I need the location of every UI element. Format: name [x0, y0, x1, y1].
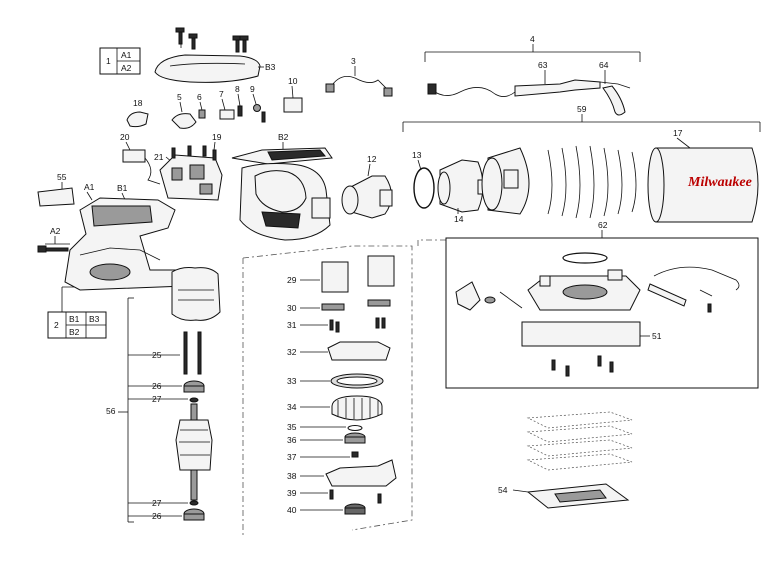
callout-31: 31: [287, 320, 297, 330]
callout-12: 12: [367, 154, 377, 164]
switch-and-board: 20 21 19: [120, 132, 223, 201]
callout-14: 14: [454, 214, 464, 224]
callout-35: 35: [287, 422, 297, 432]
callout-a2: A2: [50, 226, 61, 236]
top-screws: [175, 27, 249, 53]
small-parts-row: 18 5 6 7 8 9 10: [126, 76, 303, 129]
legend-b-index: 2: [54, 320, 59, 330]
callout-38: 38: [287, 471, 297, 481]
callout-27b: 27: [152, 498, 162, 508]
callout-19: 19: [212, 132, 222, 142]
callout-37: 37: [287, 452, 297, 462]
callout-51: 51: [652, 331, 662, 341]
callout-34: 34: [287, 402, 297, 412]
callout-10: 10: [288, 76, 298, 86]
legend-table-b: 2 B1 B3 B2: [47, 286, 107, 339]
callout-36: 36: [287, 435, 297, 445]
center-dashed-boundary: [242, 245, 413, 535]
callout-b2: B2: [278, 132, 289, 142]
legend-b-cell-b1: B1: [69, 314, 80, 324]
callout-18: 18: [133, 98, 143, 108]
callout-56: 56: [106, 406, 116, 416]
callout-40: 40: [287, 505, 297, 515]
callout-27a: 27: [152, 394, 162, 404]
callout-21: 21: [154, 152, 164, 162]
left-housing-group: 55 A1 B1 A2: [37, 172, 186, 291]
callout-b1: B1: [117, 183, 128, 193]
cord-assembly-4: 4 63 64: [424, 34, 641, 116]
legend-a-cell-a2: A2: [121, 63, 132, 73]
callout-25: 25: [152, 350, 162, 360]
base-assembly-62-box: 62 51: [417, 220, 759, 389]
housing-b2: B2: [231, 132, 333, 241]
callout-20: 20: [120, 132, 130, 142]
callout-62: 62: [598, 220, 608, 230]
callout-29: 29: [287, 275, 297, 285]
callout-4: 4: [530, 34, 535, 44]
pad-drive-column: 29 30 31 32 33 34 35 36 37 38: [287, 255, 397, 515]
cable-part-3: 3: [325, 56, 393, 97]
callout-3: 3: [351, 56, 356, 66]
callout-30: 30: [287, 303, 297, 313]
callout-54: 54: [498, 485, 508, 495]
callout-33: 33: [287, 376, 297, 386]
callout-b3: B3: [265, 62, 276, 72]
legend-a-index: 1: [106, 56, 111, 66]
fan-cover-12: 12: [341, 154, 393, 219]
callout-32: 32: [287, 347, 297, 357]
callout-7: 7: [219, 89, 224, 99]
brand-logo-text: Milwaukee: [687, 175, 752, 190]
motor-assembly-56: 56 25 26 27 27 26: [106, 267, 221, 523]
callout-59: 59: [577, 104, 587, 114]
callout-63: 63: [538, 60, 548, 70]
callout-8: 8: [235, 84, 240, 94]
legend-b-cell-b3: B3: [89, 314, 100, 324]
dust-canister-assembly: 59 17 13 14 Milwaukee: [402, 104, 761, 224]
callout-55: 55: [57, 172, 67, 182]
callout-6: 6: [197, 92, 202, 102]
callout-39: 39: [287, 488, 297, 498]
callout-a1: A1: [84, 182, 95, 192]
callout-5: 5: [177, 92, 182, 102]
legend-b-cell-b2: B2: [69, 327, 80, 337]
callout-64: 64: [599, 60, 609, 70]
legend-a-cell-a1: A1: [121, 50, 132, 60]
callout-17: 17: [673, 128, 683, 138]
callout-13: 13: [412, 150, 422, 160]
callout-9: 9: [250, 84, 255, 94]
legend-table-a: 1 A1 A2: [99, 30, 182, 75]
top-cover-b3: B3: [154, 54, 276, 83]
sanding-pads-54: 54: [498, 411, 633, 509]
callout-26a: 26: [152, 381, 162, 391]
callout-26b: 26: [152, 511, 162, 521]
